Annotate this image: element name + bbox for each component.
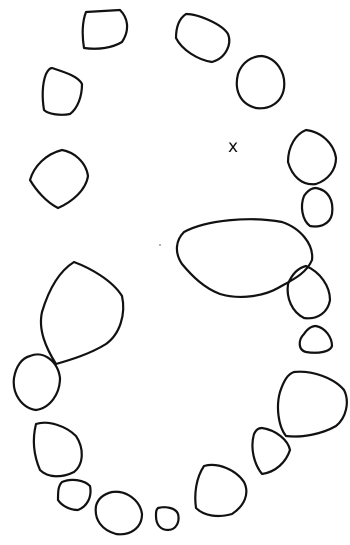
x-marker: x [228, 137, 238, 157]
stone-outline [43, 68, 82, 115]
stone-outline [195, 465, 246, 516]
stone-outline [96, 492, 142, 535]
stone-outline [176, 14, 229, 62]
stone-outline [278, 372, 347, 437]
stone-outline [156, 507, 179, 530]
stone-outline [41, 262, 123, 364]
stone-outline [83, 10, 127, 49]
stone-outline [34, 423, 82, 477]
stone-outline [288, 130, 336, 184]
stone-outline [237, 56, 284, 108]
stone-outline [300, 326, 332, 353]
stone-outline [302, 188, 332, 227]
stone-outline [177, 219, 312, 297]
speck-dot [159, 244, 161, 246]
stone-outline [14, 354, 60, 410]
stone-outline [30, 150, 88, 208]
stone-outline [58, 480, 91, 510]
stone-outline [288, 266, 330, 318]
